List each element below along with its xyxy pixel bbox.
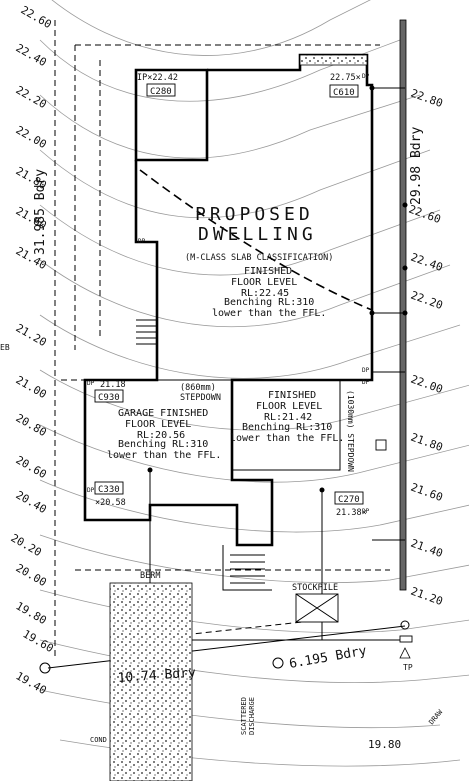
stepdown-860: (860mm) bbox=[180, 383, 216, 393]
contour-label: 20.00 bbox=[14, 561, 49, 589]
contour-label: 22.80 bbox=[409, 87, 445, 111]
mid-floor-labels: FINISHED FLOOR LEVEL RL:21.42 Benching R… bbox=[230, 390, 344, 444]
contour-label: 22.60 bbox=[407, 203, 443, 227]
garage-line3: RL:20.56 bbox=[137, 430, 185, 441]
front-left-boundary-label: 10.74 Bdry bbox=[117, 666, 196, 686]
stockpile-label: STOCKPILE bbox=[292, 583, 338, 593]
dp-label: DP bbox=[362, 508, 370, 515]
contour-label: 19.80 bbox=[14, 599, 49, 627]
slab-classification: (M-CLASS SLAB CLASSIFICATION) bbox=[185, 253, 333, 263]
mid-floor-line3: RL:21.42 bbox=[264, 412, 312, 423]
contour-label: 20.80 bbox=[14, 411, 49, 439]
dwelling-ffl-line2: FLOOR LEVEL bbox=[231, 277, 297, 288]
tp-label: TP bbox=[403, 663, 413, 672]
bottom-contour-label: 19.80 bbox=[368, 738, 401, 751]
mid-floor-bench-line1: Benching RL:310 bbox=[242, 422, 332, 433]
mid-floor-bench-line2: lower than the FFL. bbox=[230, 433, 344, 444]
contour-label: 22.00 bbox=[14, 123, 49, 151]
contour-label: 21.00 bbox=[14, 373, 49, 401]
contour-label: 22.40 bbox=[14, 41, 49, 69]
stepdown-vertical: (1030mm) STEPDOWN bbox=[346, 390, 355, 472]
dwelling-labels: PROPOSED DWELLING (M-CLASS SLAB CLASSIFI… bbox=[185, 204, 333, 319]
spot-level-2058: ×20.58 bbox=[95, 498, 126, 508]
tag-c270: C270 bbox=[338, 495, 360, 505]
contour-label: 21.20 bbox=[14, 321, 49, 349]
dwelling-ffl-line3: RL:22.45 bbox=[241, 288, 289, 299]
contour-label: 21.20 bbox=[409, 585, 445, 609]
stockpile-symbol bbox=[295, 593, 339, 623]
right-boundary-label: 29.98 Bdry bbox=[409, 127, 424, 205]
contour-lines bbox=[39, 0, 469, 767]
sample-tags: C280 C610 C930 C330 C270 bbox=[94, 83, 364, 505]
contour-label: 22.60 bbox=[19, 3, 54, 31]
front-right-boundary-label: 6.195 Bdry bbox=[288, 644, 368, 672]
mid-floor-line1: FINISHED bbox=[268, 390, 316, 401]
spot-level-tl: IP×22.42 bbox=[137, 73, 178, 83]
contour-label: 19.40 bbox=[14, 669, 49, 697]
contour-labels-left: 22.60 22.40 22.20 22.00 21.80 21.60 21.4… bbox=[9, 3, 56, 697]
berm-hatch bbox=[109, 582, 193, 781]
tag-c930: C930 bbox=[98, 393, 120, 403]
dwelling-ffl-line1: FINISHED bbox=[244, 266, 292, 277]
garage-line1: GARAGE FINISHED bbox=[118, 408, 208, 419]
contour-label: 21.60 bbox=[409, 481, 445, 505]
service-lines bbox=[60, 85, 408, 643]
berm-label: BERM bbox=[140, 571, 160, 581]
contour-label: 20.60 bbox=[14, 453, 49, 481]
dp-label: DP bbox=[138, 238, 146, 245]
contour-label: 20.40 bbox=[14, 488, 49, 516]
cond-label: COND bbox=[90, 736, 107, 744]
downpipe-markers: DP DP DP DP DP DP DP bbox=[87, 73, 370, 515]
garage-bench-line2: lower than the FFL. bbox=[107, 450, 221, 461]
dp-label: DP bbox=[362, 379, 370, 386]
eb-label: EB bbox=[0, 343, 10, 352]
contour-label: 22.20 bbox=[409, 289, 445, 313]
draw-label: DRAW bbox=[427, 708, 444, 727]
contour-label: 19.60 bbox=[21, 627, 56, 655]
garage-line2: FLOOR LEVEL bbox=[125, 419, 191, 430]
scattered-discharge-line2: DISCHARGE bbox=[248, 697, 256, 735]
garage-labels: GARAGE FINISHED FLOOR LEVEL RL:20.56 Ben… bbox=[107, 408, 221, 461]
dwelling-title-line1: PROPOSED bbox=[195, 204, 314, 225]
contour-label: 22.20 bbox=[14, 83, 49, 111]
contour-label: 22.00 bbox=[409, 373, 445, 397]
spot-level-tr: 22.75× bbox=[330, 73, 361, 83]
dp-label: DP bbox=[87, 487, 95, 494]
property-boundaries bbox=[39, 19, 410, 674]
spot-level-br: 21.38× bbox=[336, 508, 367, 518]
spot-level-2118: 21.18 bbox=[100, 380, 126, 390]
dp-label: DP bbox=[362, 367, 370, 374]
scattered-discharge-line1: SCATTERED bbox=[240, 697, 248, 735]
dp-label: DP bbox=[87, 380, 95, 387]
contour-label: 21.80 bbox=[409, 431, 445, 455]
contour-label: 20.20 bbox=[9, 531, 44, 559]
contour-label: 22.40 bbox=[409, 251, 445, 275]
contour-label: 21.40 bbox=[409, 537, 445, 561]
stepdown-label: STEPDOWN bbox=[180, 393, 221, 403]
tag-c280: C280 bbox=[150, 87, 172, 97]
dwelling-bench-line2: lower than the FFL. bbox=[212, 308, 326, 319]
garage-bench-line1: Benching RL:310 bbox=[118, 439, 208, 450]
dwelling-title-line2: DWELLING bbox=[198, 224, 317, 245]
mid-floor-line2: FLOOR LEVEL bbox=[256, 401, 322, 412]
dp-label: DP bbox=[362, 73, 370, 80]
left-boundary-label: 31.985 Bdry bbox=[33, 169, 48, 255]
tag-c330: C330 bbox=[98, 485, 120, 495]
tag-c610: C610 bbox=[333, 88, 355, 98]
dwelling-bench-line1: Benching RL:310 bbox=[224, 297, 314, 308]
